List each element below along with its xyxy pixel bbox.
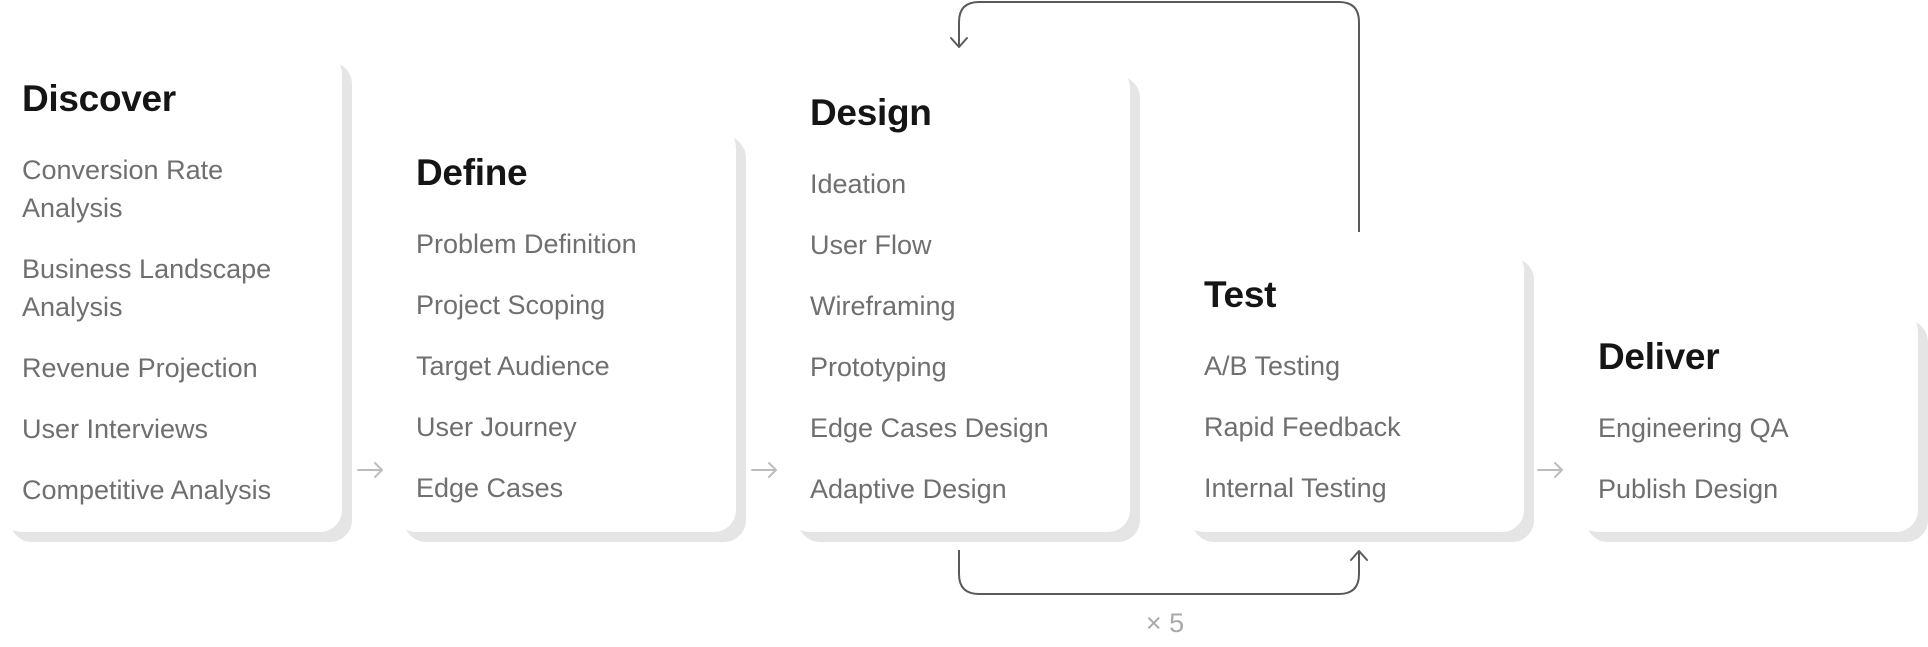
stage-item: Target Audience (416, 351, 610, 381)
stage-item: Business Landscape Analysis (22, 254, 272, 322)
stage-item: Revenue Projection (22, 353, 258, 383)
stage-item: Wireframing (810, 291, 956, 321)
stage-item: Internal Testing (1204, 473, 1387, 503)
stage-item: User Flow (810, 230, 932, 260)
stage-item: Project Scoping (416, 290, 606, 320)
arrow-right-icon (356, 460, 386, 480)
arrow-right-icon (1536, 460, 1566, 480)
stage-item: Edge Cases Design (810, 413, 1049, 443)
stage-title: Define (416, 152, 528, 193)
stage-item: Edge Cases (416, 473, 564, 503)
stage-item: Ideation (810, 169, 907, 199)
stage-item: Conversion Rate Analysis (22, 155, 224, 223)
stage-item: User Journey (416, 412, 577, 442)
loop-return-line (958, 1, 1360, 232)
stage-item: A/B Testing (1204, 351, 1341, 381)
iteration-count-label: × 5 (1145, 608, 1185, 638)
stage-item: User Interviews (22, 414, 209, 444)
stage-item: Prototyping (810, 352, 947, 382)
stage-item-list: Ideation User Flow Wireframing Prototypi… (810, 165, 1120, 508)
arrow-up-icon (1350, 550, 1368, 561)
stage-item: Rapid Feedback (1204, 412, 1401, 442)
stage-item-list: Problem Definition Project Scoping Targe… (416, 225, 726, 507)
stage-title: Test (1204, 274, 1277, 315)
stage-item: Competitive Analysis (22, 475, 272, 505)
stage-item: Problem Definition (416, 229, 637, 259)
loop-forward-line (958, 550, 1360, 595)
stage-item-list: A/B Testing Rapid Feedback Internal Test… (1204, 347, 1514, 507)
arrow-down-icon (950, 37, 968, 48)
stage-card-design: Design Ideation User Flow Wireframing Pr… (788, 66, 1130, 532)
stage-item-list: Engineering QA Publish Design (1598, 409, 1908, 508)
stage-title: Deliver (1598, 336, 1720, 377)
stage-card-define: Define Problem Definition Project Scopin… (394, 126, 736, 532)
stage-item: Publish Design (1598, 474, 1779, 504)
stage-item-list: Conversion Rate Analysis Business Landsc… (22, 151, 332, 509)
stage-title: Design (810, 92, 932, 133)
stage-card-test: Test A/B Testing Rapid Feedback Internal… (1182, 248, 1524, 532)
arrow-right-icon (750, 460, 780, 480)
stage-card-discover: Discover Conversion Rate Analysis Busine… (0, 52, 342, 532)
stage-item: Engineering QA (1598, 413, 1789, 443)
stage-card-deliver: Deliver Engineering QA Publish Design (1576, 310, 1918, 532)
stage-item: Adaptive Design (810, 474, 1007, 504)
stage-title: Discover (22, 78, 176, 119)
